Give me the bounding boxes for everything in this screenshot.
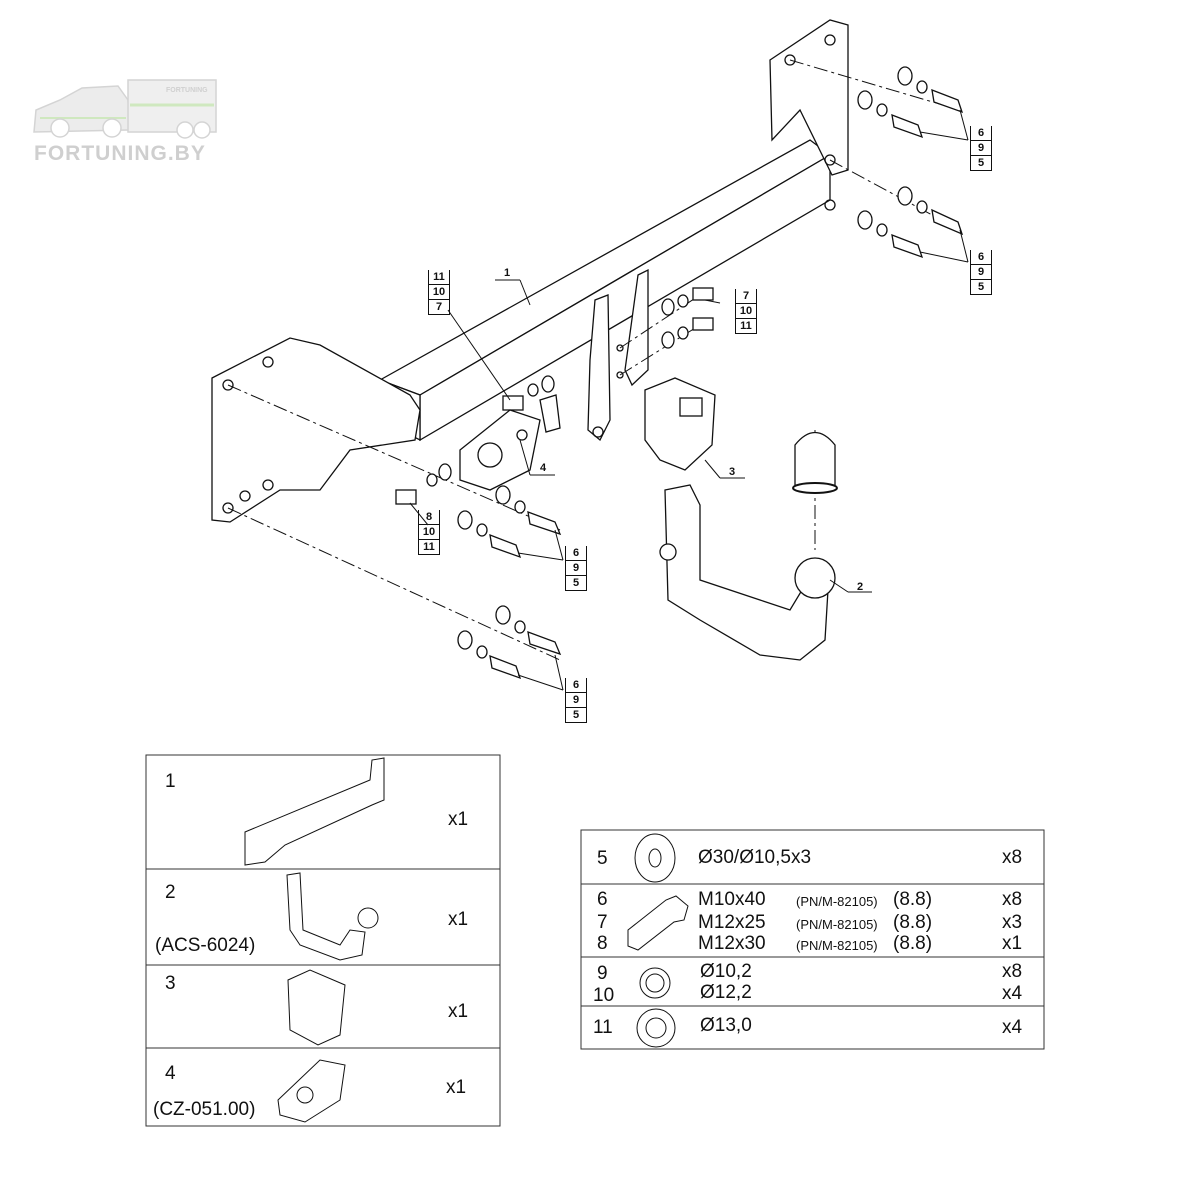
crossbar-part-1 xyxy=(211,19,849,523)
receiver-part-3 xyxy=(644,377,716,471)
hardware-number: 11 xyxy=(593,1017,613,1038)
part-qty: x1 xyxy=(448,909,469,930)
hardware-qty: x8 xyxy=(1002,847,1023,868)
hardware-spec: M12x30 xyxy=(698,933,766,954)
hardware-qty: x1 xyxy=(1002,933,1023,954)
part-code: (ACS-6024) xyxy=(155,935,256,956)
callout-part-3: 3 xyxy=(728,466,736,478)
hardware-number: 10 xyxy=(593,985,615,1006)
hardware-grade: (8.8) xyxy=(893,933,933,954)
thumb-receiver-icon xyxy=(287,969,346,1046)
part-thumbnails xyxy=(244,757,689,1123)
fasteners xyxy=(395,66,964,680)
callout-part-4: 4 xyxy=(539,462,547,474)
hardware-qty: x8 xyxy=(1002,889,1023,910)
part-qty: x1 xyxy=(448,1001,469,1022)
hardware-standard: (PN/M-82105) xyxy=(796,917,878,932)
hardware-grade: (8.8) xyxy=(893,912,933,933)
hardware-qty: x4 xyxy=(1002,983,1023,1004)
part-number: 2 xyxy=(165,882,176,903)
hardware-spec: Ø12,2 xyxy=(700,982,752,1003)
hardware-grade: (8.8) xyxy=(893,889,933,910)
hardware-qty: x4 xyxy=(1002,1017,1023,1038)
part-code: (CZ-051.00) xyxy=(153,1099,256,1120)
part-number: 4 xyxy=(165,1063,176,1084)
tow-ball-part-2 xyxy=(659,431,838,661)
logo-truck-icon xyxy=(33,79,217,139)
logo-trailer-text: FORTUNING xyxy=(166,87,208,94)
callout-part-2: 2 xyxy=(856,581,864,593)
hardware-spec: Ø10,2 xyxy=(700,961,752,982)
thumb-crossbar-icon xyxy=(244,757,385,866)
hardware-number: 8 xyxy=(597,933,608,954)
hardware-spec: Ø13,0 xyxy=(700,1015,752,1036)
hardware-number: 6 xyxy=(597,889,608,910)
part-number: 1 xyxy=(165,771,176,792)
hardware-standard: (PN/M-82105) xyxy=(796,938,878,953)
hardware-qty: x8 xyxy=(1002,961,1023,982)
hardware-spec: M12x25 xyxy=(698,912,766,933)
part-number: 3 xyxy=(165,973,176,994)
hardware-number: 5 xyxy=(597,848,608,869)
hardware-spec: Ø30/Ø10,5x3 xyxy=(698,847,812,868)
callout-part-1: 1 xyxy=(503,267,511,279)
bolt-icon xyxy=(627,895,689,951)
exploded-view xyxy=(211,19,969,691)
part-qty: x1 xyxy=(448,809,469,830)
hardware-number: 9 xyxy=(597,963,608,984)
logo-brand: FORTUNING.BY xyxy=(34,142,206,165)
part-qty: x1 xyxy=(446,1077,467,1098)
hardware-qty: x3 xyxy=(1002,912,1023,933)
hardware-spec: M10x40 xyxy=(698,889,766,910)
socket-bracket-part-4 xyxy=(459,394,561,491)
parts-table-frame xyxy=(145,754,1045,1127)
leader-lines xyxy=(409,109,969,691)
hardware-standard: (PN/M-82105) xyxy=(796,894,878,909)
thumb-towball-icon xyxy=(286,872,366,961)
hardware-number: 7 xyxy=(597,912,608,933)
